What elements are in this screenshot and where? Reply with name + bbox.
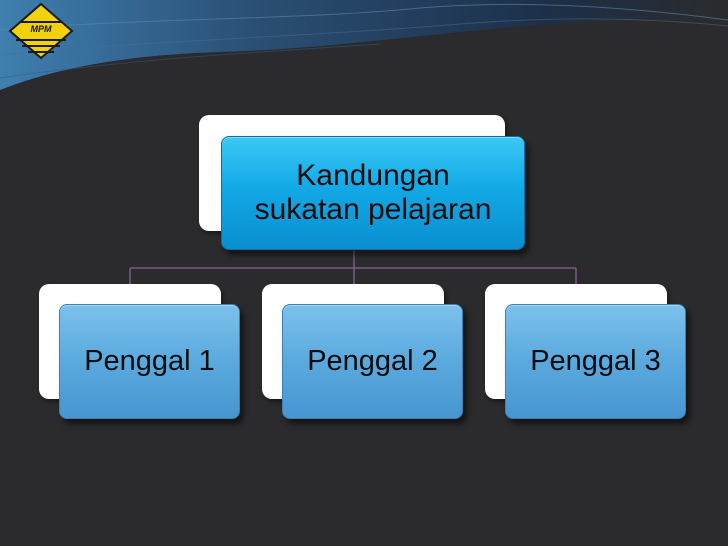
logo-emblem-icon [8,2,74,60]
root-label-line2: sukatan pelajaran [254,193,492,226]
child-label-2: Penggal 2 [307,345,438,377]
child-node-penggal-1[interactable]: Penggal 1 [59,304,240,419]
logo-text: MPM [30,24,52,34]
child-node-penggal-2[interactable]: Penggal 2 [282,304,463,419]
child-label-3: Penggal 3 [530,345,661,377]
root-label-line1: Kandungan [296,159,450,192]
root-node[interactable]: Kandungan sukatan pelajaran [221,136,525,250]
top-banner [0,0,728,90]
child-label-1: Penggal 1 [84,345,215,377]
mpm-logo: MPM [8,2,74,60]
child-node-penggal-3[interactable]: Penggal 3 [505,304,686,419]
